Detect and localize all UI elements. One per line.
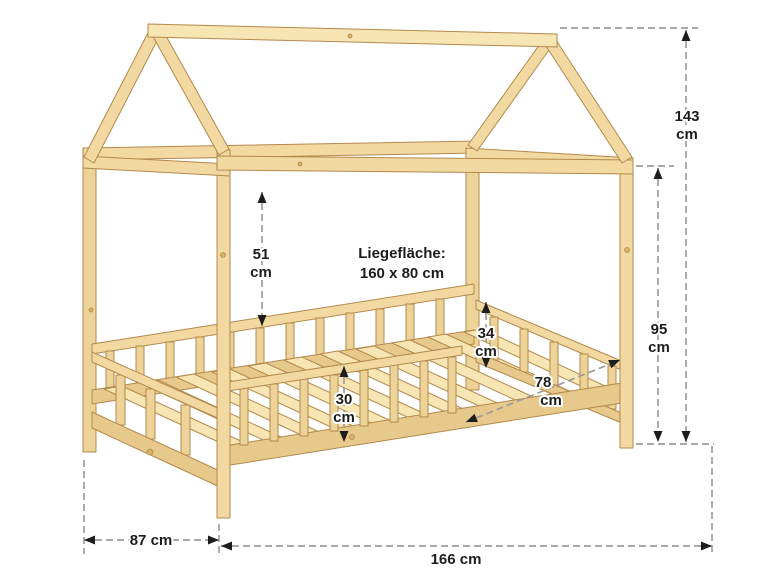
post-front-right (619, 157, 634, 449)
dimension-lines (83, 27, 714, 554)
wood-knots (88, 33, 630, 456)
dimension-annotations: 143 cm 95 cm 51 cm 34 cm 30 cm 78 cm 87 … (83, 27, 714, 570)
wall-height-unit-label: cm (648, 339, 670, 356)
head-guard-value-label: 34 (478, 325, 495, 342)
ridge-beam (147, 23, 558, 48)
front-guard-value-label: 30 (336, 391, 353, 408)
inner-width-dim-line (465, 359, 621, 423)
total-height-value-label: 143 (674, 108, 699, 125)
lying-surface-size: 160 x 80 cm (360, 265, 444, 282)
rafter-left-rear (83, 26, 162, 164)
foot-guardrail (91, 351, 223, 489)
total-length-label: 166 cm (431, 551, 482, 568)
post-rear-left (82, 157, 97, 453)
total-height-unit-label: cm (676, 126, 698, 143)
rafter-left-front (150, 26, 230, 156)
left-tie-beam (82, 155, 231, 177)
front-guard-unit-label: cm (333, 409, 355, 426)
bed-illustration (82, 23, 634, 519)
dimension-labels: 143 cm 95 cm 51 cm 34 cm 30 cm 78 cm 87 … (128, 106, 702, 570)
rafter-right-front (543, 36, 633, 164)
dimension-arrows (84, 30, 712, 551)
canopy-clearance-unit-label: cm (250, 264, 272, 281)
head-guard-unit-label: cm (475, 343, 497, 360)
lying-surface-title: Liegefläche: (358, 245, 446, 262)
inner-width-value-label: 78 (535, 374, 552, 391)
side-depth-label: 87 cm (130, 532, 173, 549)
post-front-left (216, 149, 231, 519)
front-eaves-beam (216, 155, 634, 175)
canopy-clearance-value-label: 51 (253, 246, 270, 263)
rear-guardrail-top-rail (91, 283, 475, 355)
inner-width-unit-label: cm (540, 392, 562, 409)
rafter-right-rear (467, 36, 555, 152)
wall-height-value-label: 95 (651, 321, 668, 338)
